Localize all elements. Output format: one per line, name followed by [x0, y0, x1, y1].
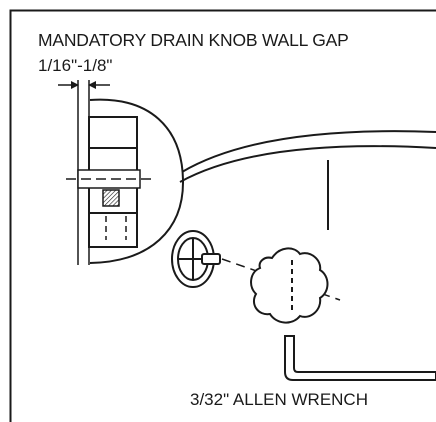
diagram-border	[9, 9, 436, 422]
gap-dimension-arrows	[58, 81, 110, 89]
allen-wrench	[284, 335, 436, 381]
allen-wrench-label: 3/32" ALLEN WRENCH	[190, 390, 368, 409]
tub-wall	[179, 130, 436, 230]
scalloped-knob	[250, 247, 329, 324]
gap-dimension-label: 1/16"-1/8"	[38, 56, 113, 75]
drain-knob-insert	[171, 230, 221, 288]
set-screw-section	[66, 169, 152, 240]
diagram-title: MANDATORY DRAIN KNOB WALL GAP	[38, 30, 349, 50]
